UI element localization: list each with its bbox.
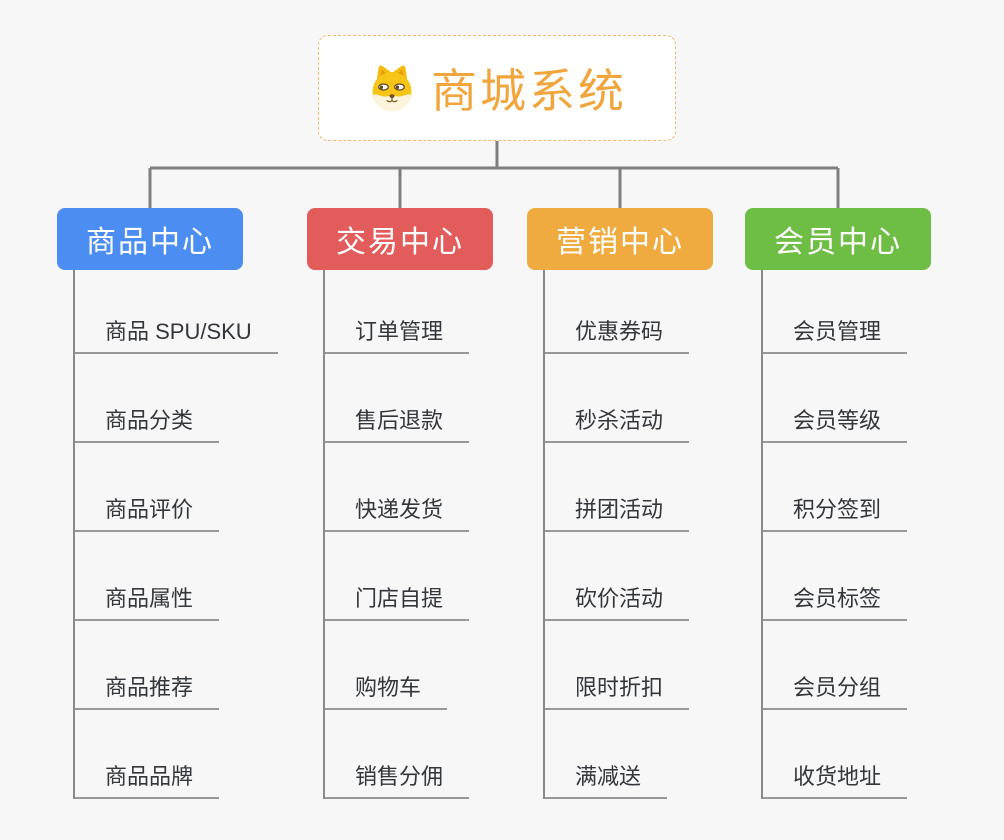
topic-item[interactable]: 秒杀活动: [545, 354, 690, 443]
topic-item[interactable]: 拼团活动: [545, 443, 690, 532]
topic-item[interactable]: 门店自提: [325, 532, 470, 621]
topic-item[interactable]: 商品评价: [75, 443, 220, 532]
topic-item[interactable]: 销售分佣: [325, 710, 470, 799]
topic-item[interactable]: 会员等级: [763, 354, 908, 443]
dog-face-icon: [372, 65, 412, 111]
branch-product-center: 商品中心 商品 SPU/SKU 商品分类 商品评价 商品属性 商品推荐 商品品牌: [57, 208, 278, 799]
branch-trade-center: 交易中心 订单管理 售后退款 快递发货 门店自提 购物车 销售分佣: [307, 208, 493, 799]
topic-item[interactable]: 积分签到: [763, 443, 908, 532]
root-topic-title: 商城系统: [431, 65, 627, 117]
branch-marketing-center: 营销中心 优惠券码 秒杀活动 拼团活动 砍价活动 限时折扣 满减送: [527, 208, 713, 799]
topic-item[interactable]: 收货地址: [763, 710, 908, 799]
branch-header-member-center[interactable]: 会员中心: [745, 208, 931, 270]
root-topic[interactable]: 商城系统: [318, 35, 676, 141]
branch-item-list: 商品 SPU/SKU 商品分类 商品评价 商品属性 商品推荐 商品品牌: [73, 270, 278, 799]
branch-header-marketing-center[interactable]: 营销中心: [527, 208, 713, 270]
topic-item[interactable]: 会员标签: [763, 532, 908, 621]
topic-item[interactable]: 满减送: [545, 710, 668, 799]
topic-item[interactable]: 会员分组: [763, 621, 908, 710]
topic-item[interactable]: 砍价活动: [545, 532, 690, 621]
topic-item[interactable]: 商品分类: [75, 354, 220, 443]
branch-header-product-center[interactable]: 商品中心: [57, 208, 243, 270]
topic-item[interactable]: 商品品牌: [75, 710, 220, 799]
topic-item[interactable]: 商品属性: [75, 532, 220, 621]
topic-item[interactable]: 购物车: [325, 621, 448, 710]
topic-item[interactable]: 商品 SPU/SKU: [75, 270, 278, 354]
topic-item[interactable]: 优惠券码: [545, 270, 690, 354]
topic-item[interactable]: 订单管理: [325, 270, 470, 354]
branch-item-list: 会员管理 会员等级 积分签到 会员标签 会员分组 收货地址: [761, 270, 931, 799]
branch-item-list: 订单管理 售后退款 快递发货 门店自提 购物车 销售分佣: [323, 270, 493, 799]
topic-item[interactable]: 会员管理: [763, 270, 908, 354]
topic-item[interactable]: 商品推荐: [75, 621, 220, 710]
topic-item[interactable]: 限时折扣: [545, 621, 690, 710]
branch-member-center: 会员中心 会员管理 会员等级 积分签到 会员标签 会员分组 收货地址: [745, 208, 931, 799]
topic-item[interactable]: 快递发货: [325, 443, 470, 532]
branch-header-trade-center[interactable]: 交易中心: [307, 208, 493, 270]
topic-item[interactable]: 售后退款: [325, 354, 470, 443]
branch-item-list: 优惠券码 秒杀活动 拼团活动 砍价活动 限时折扣 满减送: [543, 270, 713, 799]
